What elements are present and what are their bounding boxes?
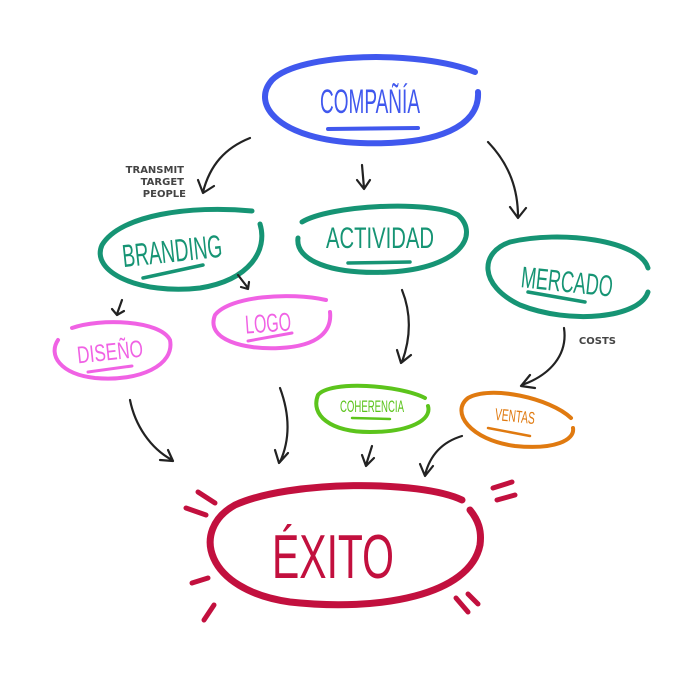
note-people: PEOPLE <box>143 189 186 200</box>
node-mercado[interactable]: MERCADO <box>485 234 651 320</box>
arrow-mercado-ventas <box>519 326 566 390</box>
arrow-branding-logo <box>236 273 251 291</box>
arrow-branding-diseno <box>110 298 126 317</box>
node-coherencia[interactable]: COHERENCIA <box>314 383 431 435</box>
node-label: ACTIVIDAD <box>326 222 434 255</box>
arrow-compania-branding <box>196 136 252 195</box>
node-label: DISEÑO <box>76 336 144 370</box>
connector-arrows <box>110 136 566 478</box>
note-target: TARGET <box>141 177 185 188</box>
node-label: COHERENCIA <box>340 397 404 416</box>
node-diseno[interactable]: DISEÑO <box>52 320 173 381</box>
node-label: BRANDING <box>120 228 223 274</box>
arrow-compania-mercado <box>486 140 528 220</box>
arrow-compania-actividad <box>355 163 372 191</box>
node-logo[interactable]: LOGO <box>211 294 333 351</box>
node-label: VENTAS <box>494 405 536 428</box>
node-ventas[interactable]: VENTAS <box>459 390 576 449</box>
arrow-diseno-exito <box>128 398 175 463</box>
node-compania[interactable]: COMPAÑÍA <box>262 54 482 147</box>
node-label: ÉXITO <box>272 523 394 592</box>
note-costs: COSTS <box>579 336 616 347</box>
note-transmit: TRANSMIT <box>126 165 185 176</box>
node-exito[interactable]: ÉXITO <box>183 479 518 623</box>
node-label: COMPAÑÍA <box>320 83 420 121</box>
node-branding[interactable]: BRANDING <box>97 206 265 292</box>
arrow-coherencia-exito <box>360 444 376 468</box>
arrow-logo-exito <box>273 386 290 465</box>
burst-lines <box>183 479 518 623</box>
arrow-ventas-exito <box>418 434 464 478</box>
node-actividad[interactable]: ACTIVIDAD <box>295 203 469 275</box>
arrow-actividad-coherencia <box>395 288 413 365</box>
